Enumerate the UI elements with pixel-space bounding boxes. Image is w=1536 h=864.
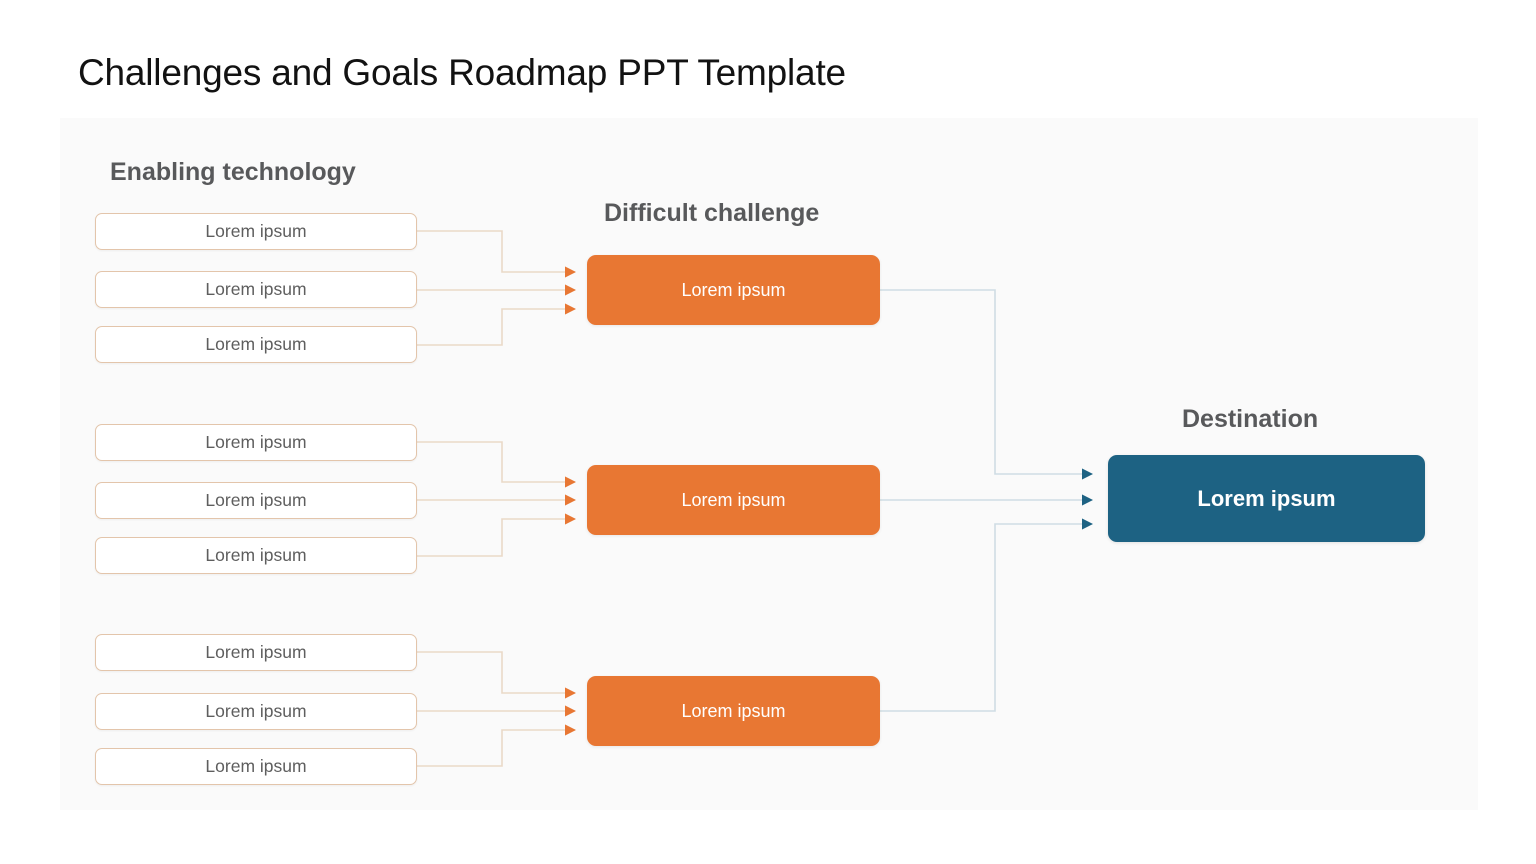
difficult-challenge-box-label: Lorem ipsum (681, 700, 786, 721)
enabling-tech-box[interactable]: Lorem ipsum (95, 213, 417, 250)
enabling-tech-box[interactable]: Lorem ipsum (95, 482, 417, 519)
enabling-tech-box[interactable]: Lorem ipsum (95, 634, 417, 671)
enabling-tech-box[interactable]: Lorem ipsum (95, 326, 417, 363)
enabling-tech-box-label: Lorem ipsum (205, 701, 307, 721)
enabling-tech-box-label: Lorem ipsum (205, 279, 307, 299)
difficult-challenge-box[interactable]: Lorem ipsum (587, 465, 880, 535)
column-heading-enabling-technology: Enabling technology (110, 158, 356, 186)
difficult-challenge-box-label: Lorem ipsum (681, 489, 786, 510)
column-heading-difficult-challenge: Difficult challenge (604, 199, 820, 227)
column-heading-destination: Destination (1182, 405, 1319, 433)
destination-box[interactable]: Lorem ipsum (1108, 455, 1425, 542)
difficult-challenge-box[interactable]: Lorem ipsum (587, 676, 880, 746)
enabling-tech-box-label: Lorem ipsum (205, 490, 307, 510)
enabling-tech-box-label: Lorem ipsum (205, 642, 307, 662)
enabling-tech-box[interactable]: Lorem ipsum (95, 271, 417, 308)
enabling-tech-box-label: Lorem ipsum (205, 334, 307, 354)
difficult-challenge-box[interactable]: Lorem ipsum (587, 255, 880, 325)
enabling-tech-box-label: Lorem ipsum (205, 221, 307, 241)
destination-box-label: Lorem ipsum (1197, 485, 1336, 511)
enabling-tech-box[interactable]: Lorem ipsum (95, 424, 417, 461)
enabling-tech-box-label: Lorem ipsum (205, 756, 307, 776)
difficult-challenge-box-label: Lorem ipsum (681, 279, 786, 300)
enabling-tech-box[interactable]: Lorem ipsum (95, 748, 417, 785)
enabling-tech-box-label: Lorem ipsum (205, 545, 307, 565)
enabling-tech-box-label: Lorem ipsum (205, 432, 307, 452)
enabling-tech-box[interactable]: Lorem ipsum (95, 537, 417, 574)
enabling-tech-box[interactable]: Lorem ipsum (95, 693, 417, 730)
page-title: Challenges and Goals Roadmap PPT Templat… (78, 52, 846, 93)
